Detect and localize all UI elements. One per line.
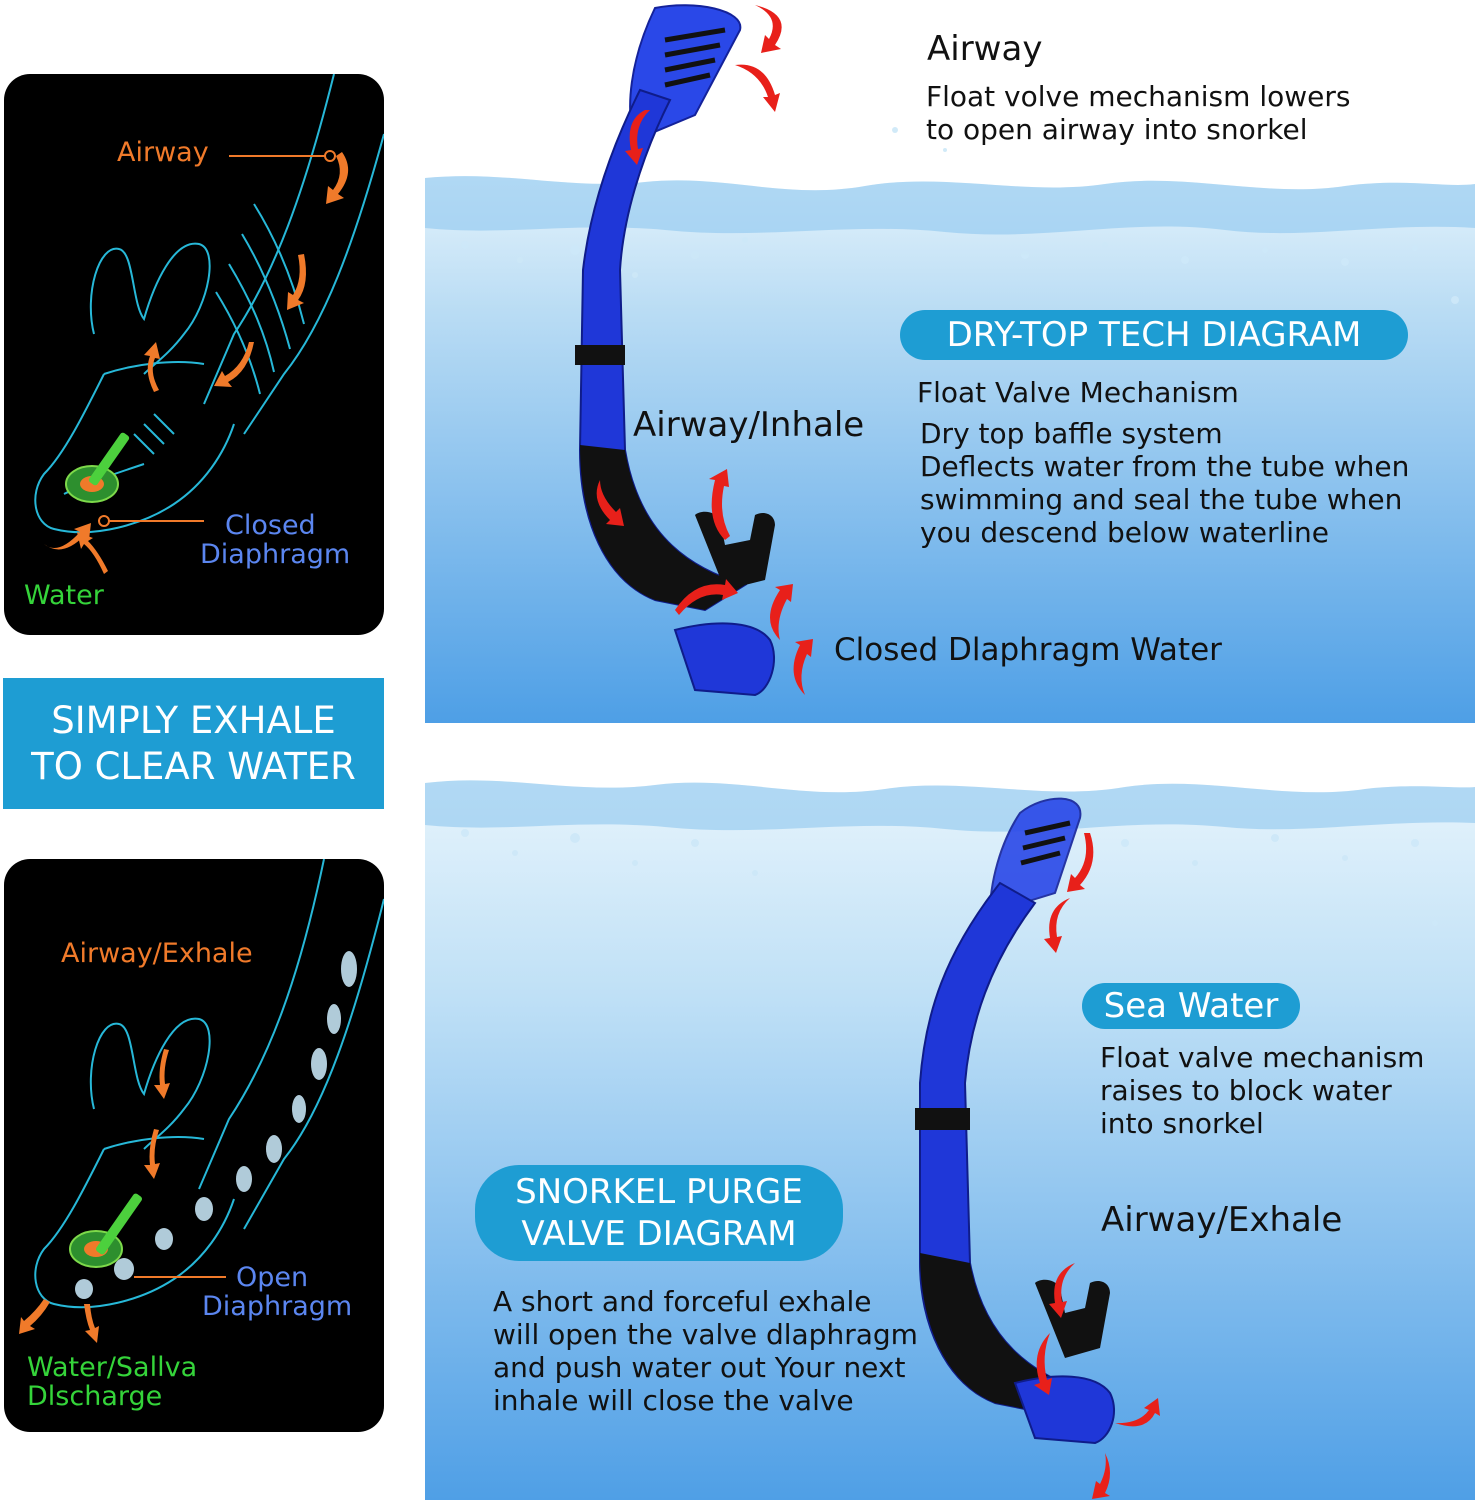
bubble-dots-lower bbox=[461, 829, 1438, 926]
water-label: Water bbox=[24, 580, 104, 611]
airway-desc-1: Float volve mechanism lowers bbox=[926, 80, 1351, 113]
red-arrow-icons-lower bbox=[1034, 833, 1160, 1499]
airway-label: Airway bbox=[117, 137, 209, 168]
dry-top-title-pill: DRY-TOP TECH DIAGRAM bbox=[900, 310, 1408, 360]
water-saliva-label-2: Dlscharge bbox=[27, 1381, 163, 1412]
open-diaphragm-label-2: Diaphragm bbox=[202, 1291, 353, 1322]
sea-water-title: Sea Water bbox=[1103, 986, 1279, 1026]
purge-valve-panel: Sea Water Float valve mechanism raises t… bbox=[425, 723, 1475, 1500]
closed-diaphragm-card: Airway Closed Diaphragm Water bbox=[4, 74, 384, 635]
exhale-banner: SIMPLY EXHALE TO CLEAR WATER bbox=[3, 678, 384, 809]
dry-top-panel: Airway Float volve mechanism lowers to o… bbox=[425, 0, 1475, 723]
baffle-text-4: you descend below waterline bbox=[920, 516, 1329, 549]
purge-desc-4: inhale will close the valve bbox=[493, 1384, 854, 1417]
airway-inhale-label: Airway/Inhale bbox=[633, 405, 865, 445]
bubble-dots bbox=[461, 127, 1459, 304]
snorkel-icon bbox=[575, 4, 775, 697]
sea-water-title-pill: Sea Water bbox=[1082, 983, 1300, 1029]
bubbles-icon bbox=[75, 951, 357, 1299]
baffle-text-2: Deflects water from the tube when bbox=[920, 450, 1410, 483]
open-diaphragm-card: Airway/Exhale Open Diaphragm Water/Sallv… bbox=[4, 859, 384, 1432]
sea-water-desc-3: into snorkel bbox=[1100, 1107, 1264, 1140]
snorkel-icon-lower bbox=[915, 797, 1115, 1445]
airway-title: Airway bbox=[927, 29, 1043, 69]
banner-line-2: TO CLEAR WATER bbox=[31, 744, 356, 788]
snorkel-cutaway-illustration bbox=[34, 74, 384, 574]
closed-diaphragm-label-2: Diaphragm bbox=[200, 539, 351, 570]
purge-valve-scene bbox=[425, 780, 1475, 1500]
open-diaphragm-label-1: Open bbox=[236, 1262, 309, 1293]
airway-desc-2: to open airway into snorkel bbox=[926, 113, 1308, 146]
purge-desc-2: will open the valve dlaphragm bbox=[493, 1318, 918, 1351]
snorkel-cutaway-illustration-exhale bbox=[19, 859, 384, 1343]
purge-title-pill: SNORKEL PURGE VALVE DIAGRAM bbox=[475, 1165, 843, 1261]
purge-title-1: SNORKEL PURGE bbox=[515, 1172, 803, 1212]
airway-exhale-label: Airway/Exhale bbox=[1101, 1200, 1343, 1240]
banner-line-1: SIMPLY EXHALE bbox=[51, 698, 336, 742]
water-saliva-label-1: Water/Sallva bbox=[27, 1352, 198, 1383]
sea-water-desc-1: Float valve mechanism bbox=[1100, 1041, 1425, 1074]
purge-desc-3: and push water out Your next bbox=[493, 1351, 906, 1384]
airflow-arrow-icons bbox=[44, 152, 349, 574]
float-valve-label: Float Valve Mechanism bbox=[917, 376, 1239, 409]
closed-diaphragm-water-label: Closed Dlaphragm Water bbox=[834, 632, 1222, 668]
red-arrow-icons bbox=[596, 5, 813, 695]
airway-exhale-label: Airway/Exhale bbox=[61, 938, 253, 969]
exhale-arrow-icons bbox=[19, 1049, 170, 1343]
baffle-text-3: swimming and seal the tube when bbox=[920, 483, 1403, 516]
dry-top-title: DRY-TOP TECH DIAGRAM bbox=[946, 315, 1362, 355]
closed-diaphragm-label-1: Closed bbox=[225, 510, 316, 541]
baffle-text-1: Dry top baffle system bbox=[920, 417, 1223, 450]
purge-title-2: VALVE DIAGRAM bbox=[521, 1214, 797, 1254]
sea-water-desc-2: raises to block water bbox=[1100, 1074, 1392, 1107]
purge-desc-1: A short and forceful exhale bbox=[493, 1285, 872, 1318]
